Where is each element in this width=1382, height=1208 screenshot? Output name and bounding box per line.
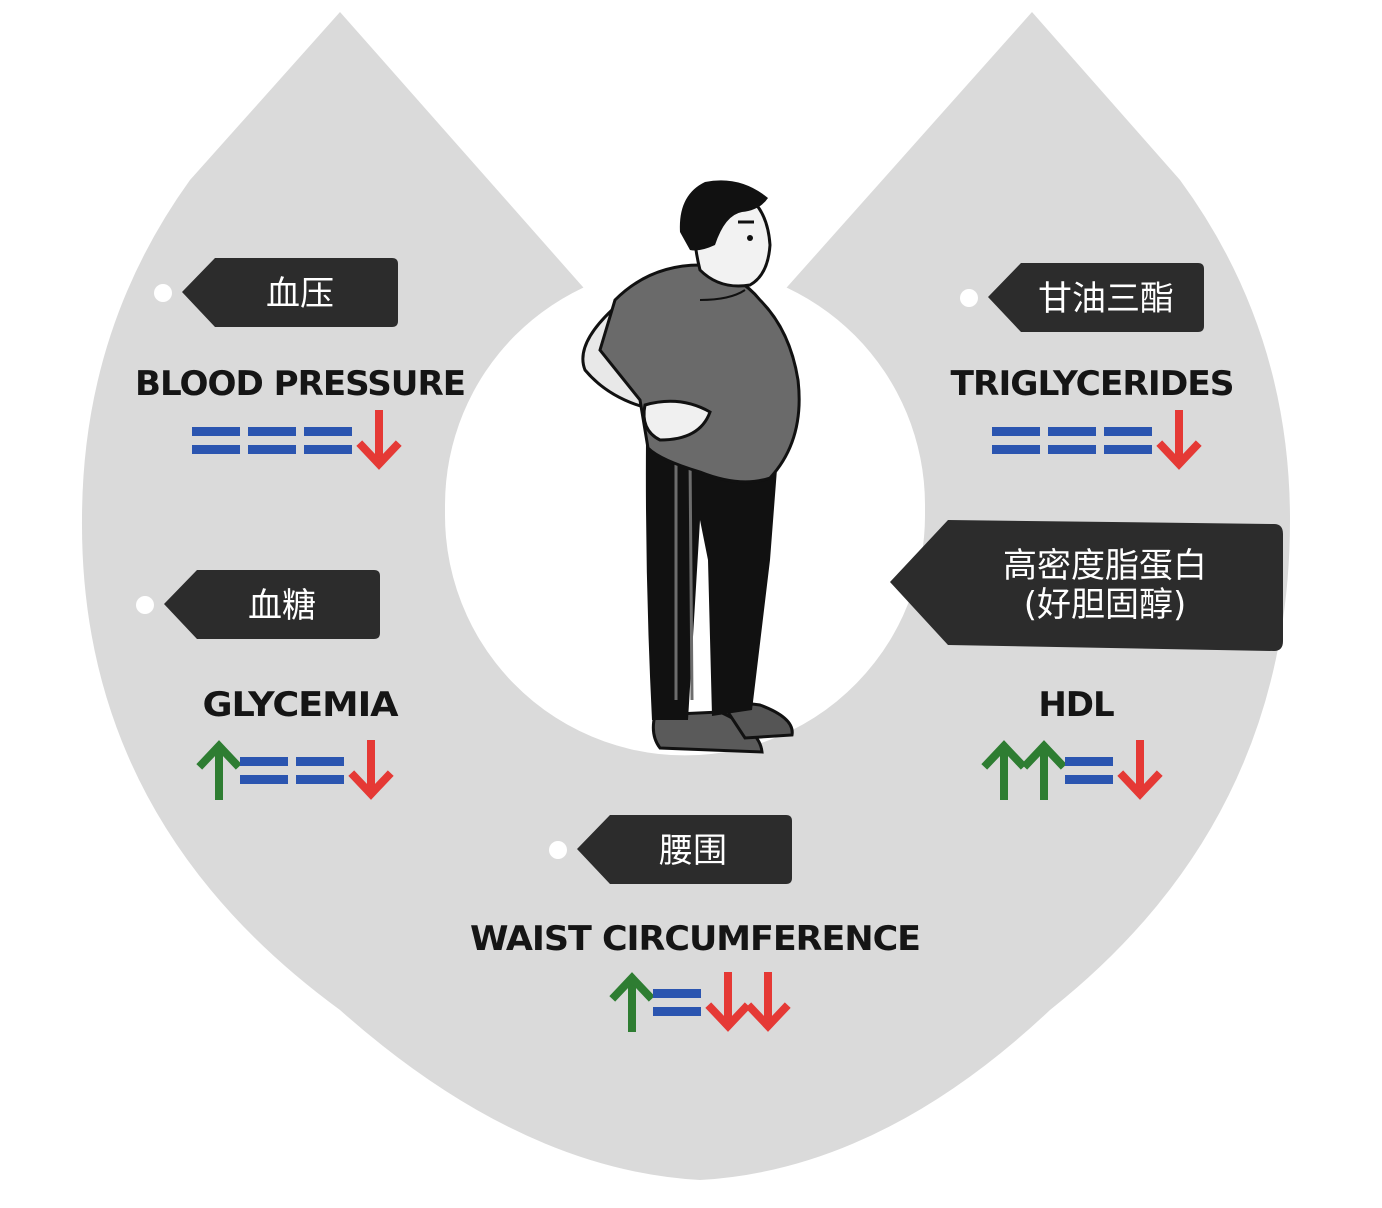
up-symbol (1021, 740, 1067, 800)
marker-hdl: 高密度脂蛋白 (好胆固醇) HDL (890, 520, 1283, 800)
marker-triglycerides: 甘油三酯 TRIGLYCERIDES (951, 263, 1235, 470)
marker-blood-pressure: 血压 BLOOD PRESSURE (135, 258, 466, 470)
down-symbol (1117, 740, 1163, 800)
equal-symbol (1104, 427, 1152, 454)
marker-name: BLOOD PRESSURE (135, 364, 465, 404)
tag-shape (988, 263, 1204, 332)
tag-shape (577, 815, 792, 884)
equal-symbol (1065, 757, 1113, 784)
tag-label-line-1: 高密度脂蛋白 (1003, 546, 1207, 586)
down-symbol (1156, 410, 1202, 470)
down-symbol (745, 972, 791, 1032)
tag-shape (182, 258, 398, 327)
standing-man-icon (581, 180, 801, 754)
trend-arrows (992, 410, 1202, 470)
equal-symbol (192, 427, 240, 454)
bullet-dot (154, 284, 172, 302)
bullet-dot (549, 841, 567, 859)
marker-name: GLYCEMIA (203, 685, 400, 725)
trend-arrows (192, 410, 402, 470)
up-symbol (609, 972, 655, 1032)
marker-name: TRIGLYCERIDES (951, 364, 1234, 404)
down-symbol (348, 740, 394, 800)
tag-label: 血糖 (248, 586, 316, 626)
trend-arrows (609, 972, 791, 1032)
marker-glycemia: 血糖 GLYCEMIA (136, 570, 400, 800)
up-symbol (196, 740, 242, 800)
marker-name: WAIST CIRCUMFERENCE (470, 919, 920, 959)
trend-arrows (981, 740, 1163, 800)
tag-label: 腰围 (659, 831, 727, 871)
tag-label: 血压 (266, 274, 334, 314)
marker-waist: 腰围 WAIST CIRCUMFERENCE (470, 815, 921, 1032)
bullet-dot (960, 289, 978, 307)
marker-name: HDL (1038, 685, 1114, 725)
down-symbol (356, 410, 402, 470)
equal-symbol (296, 757, 344, 784)
bullet-dot (136, 596, 154, 614)
up-symbol (981, 740, 1027, 800)
tag-shape (890, 520, 1283, 651)
equal-symbol (1048, 427, 1096, 454)
equal-symbol (304, 427, 352, 454)
equal-symbol (248, 427, 296, 454)
tag-label: 甘油三酯 (1038, 279, 1174, 319)
down-symbol (705, 972, 751, 1032)
tag-label-line-2: (好胆固醇) (1024, 585, 1187, 625)
equal-symbol (240, 757, 288, 784)
equal-symbol (992, 427, 1040, 454)
trend-arrows (196, 740, 394, 800)
equal-symbol (653, 989, 701, 1016)
tag-shape (164, 570, 380, 639)
